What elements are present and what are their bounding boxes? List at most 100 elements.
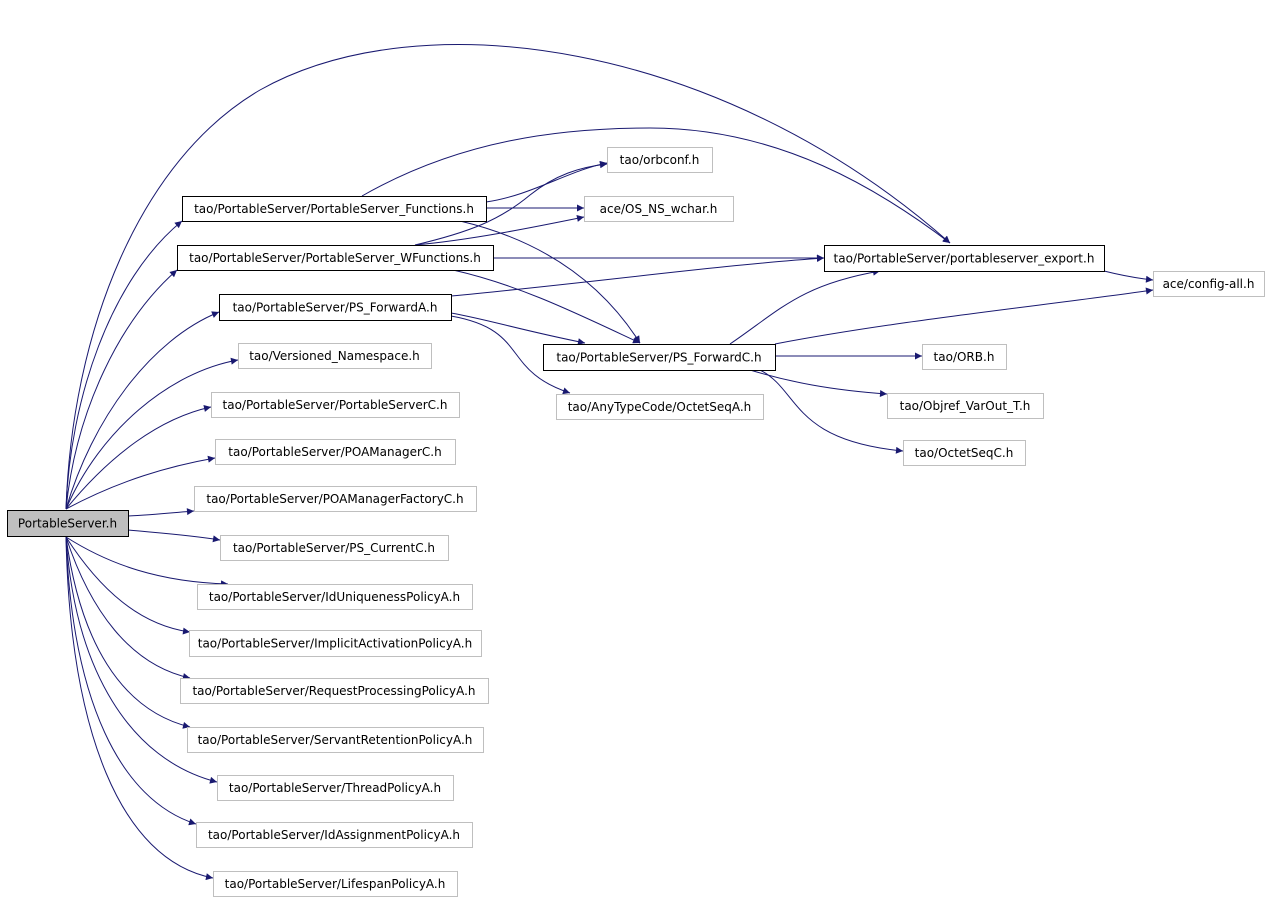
node-box xyxy=(824,245,1105,272)
node-label: tao/PortableServer/POAManagerFactoryC.h xyxy=(206,492,463,506)
node-tao-portableserver-poamanagerc-h: tao/PortableServer/POAManagerC.h xyxy=(215,439,456,465)
node-box xyxy=(211,392,460,418)
edge-tao-portableserver-portableserver-wfunctions-h-to-tao-portableserver-ps-forwardc-h xyxy=(452,269,641,344)
edges-layer xyxy=(65,44,1154,881)
node-tao-orb-h: tao/ORB.h xyxy=(922,344,1007,370)
edge-portableserver-h-to-tao-portableserver-portableserver-functions-h xyxy=(65,220,183,510)
edge-portableserver-h-to-tao-portableserver-poamanagerc-h xyxy=(65,455,216,510)
node-tao-objref-varout-t-h: tao/Objref_VarOut_T.h xyxy=(887,393,1044,419)
node-label: PortableServer.h xyxy=(18,517,117,531)
node-label: tao/PortableServer/PS_ForwardC.h xyxy=(556,351,761,365)
node-label: tao/orbconf.h xyxy=(620,153,700,167)
edge-portableserver-h-to-tao-portableserver-iduniquenesspolicya-h xyxy=(65,536,229,588)
node-box xyxy=(887,393,1044,419)
node-box xyxy=(182,196,487,222)
edge-portableserver-h-to-tao-portableserver-requestprocessingpolicya-h xyxy=(65,536,191,680)
node-box xyxy=(584,196,734,222)
node-box xyxy=(197,584,473,610)
edge-tao-portableserver-portableserver-functions-h-to-tao-portableserver-ps-forwardc-h xyxy=(459,220,641,344)
node-label: tao/PortableServer/IdAssignmentPolicyA.h xyxy=(208,828,460,842)
edge-portableserver-h-to-tao-portableserver-threadpolicya-h xyxy=(65,536,218,784)
node-tao-portableserver-poamanagerfactoryc-h: tao/PortableServer/POAManagerFactoryC.h xyxy=(194,486,477,512)
node-box xyxy=(220,535,449,561)
node-ace-config-all-h: ace/config-all.h xyxy=(1153,271,1265,297)
edge-tao-portableserver-ps-forwarda-h-to-tao-portableserver-portableserver-export-h xyxy=(450,254,825,297)
node-tao-octetseqc-h: tao/OctetSeqC.h xyxy=(903,440,1026,466)
node-label: tao/PortableServer/IdUniquenessPolicyA.h xyxy=(209,590,460,604)
node-label: tao/Versioned_Namespace.h xyxy=(249,349,420,363)
edge-tao-portableserver-portableserver-export-h-to-ace-config-all-h xyxy=(1103,270,1154,283)
node-tao-versioned-namespace-h: tao/Versioned_Namespace.h xyxy=(238,343,432,369)
node-box xyxy=(213,871,458,897)
node-tao-portableserver-threadpolicya-h: tao/PortableServer/ThreadPolicyA.h xyxy=(217,775,454,801)
node-tao-portableserver-ps-forwardc-h[interactable]: tao/PortableServer/PS_ForwardC.h xyxy=(543,344,776,371)
node-tao-portableserver-portableserver-export-h[interactable]: tao/PortableServer/portableserver_export… xyxy=(824,245,1105,272)
node-box xyxy=(1153,271,1265,297)
node-label: tao/OctetSeqC.h xyxy=(915,446,1014,460)
edge-portableserver-h-to-tao-portableserver-idassignmentpolicya-h xyxy=(65,536,197,826)
node-box xyxy=(196,822,473,848)
edge-portableserver-h-to-tao-versioned-namespace-h xyxy=(65,357,239,510)
node-label: tao/ORB.h xyxy=(934,350,995,364)
edge-tao-portableserver-ps-forwarda-h-to-tao-anytypecode-octetseqa-h xyxy=(450,315,571,395)
node-box xyxy=(607,147,713,173)
edge-tao-portableserver-portableserver-wfunctions-h-to-tao-orbconf-h xyxy=(414,161,608,246)
node-box xyxy=(194,486,477,512)
node-tao-portableserver-ps-forwarda-h[interactable]: tao/PortableServer/PS_ForwardA.h xyxy=(219,294,452,321)
node-label: tao/PortableServer/RequestProcessingPoli… xyxy=(192,684,475,698)
node-box xyxy=(219,294,452,321)
node-label: tao/PortableServer/ImplicitActivationPol… xyxy=(198,637,472,651)
node-box xyxy=(903,440,1026,466)
node-box xyxy=(180,678,489,704)
edge-portableserver-h-to-tao-portableserver-portableserver-wfunctions-h xyxy=(65,269,178,510)
edge-tao-portableserver-ps-forwardc-h-to-ace-config-all-h xyxy=(774,287,1154,345)
node-box xyxy=(217,775,454,801)
node-box xyxy=(922,344,1007,370)
node-box xyxy=(215,439,456,465)
node-label: tao/PortableServer/ServantRetentionPolic… xyxy=(198,733,473,747)
node-tao-portableserver-portableserverc-h: tao/PortableServer/PortableServerC.h xyxy=(211,392,460,418)
node-label: tao/PortableServer/PS_CurrentC.h xyxy=(233,541,435,555)
edge-tao-portableserver-ps-forwardc-h-to-tao-objref-varout-t-h xyxy=(749,369,888,398)
node-tao-portableserver-lifespanpolicya-h: tao/PortableServer/LifespanPolicyA.h xyxy=(213,871,458,897)
node-portableserver-h[interactable]: PortableServer.h xyxy=(7,510,129,537)
node-label: tao/AnyTypeCode/OctetSeqA.h xyxy=(568,400,752,414)
node-box xyxy=(189,630,482,657)
node-label: ace/OS_NS_wchar.h xyxy=(600,202,718,216)
edge-portableserver-h-to-tao-portableserver-portableserver-export-h xyxy=(65,44,951,510)
edge-portableserver-h-to-tao-portableserver-portableserverc-h xyxy=(65,405,212,510)
edge-tao-portableserver-portableserver-functions-h-to-tao-portableserver-portableserver-export-h xyxy=(361,127,951,244)
node-tao-anytypecode-octetseqa-h: tao/AnyTypeCode/OctetSeqA.h xyxy=(556,394,764,420)
edge-tao-portableserver-ps-forwardc-h-to-tao-portableserver-portableserver-export-h xyxy=(729,268,881,345)
node-label: tao/PortableServer/PortableServer_Functi… xyxy=(194,202,474,216)
edge-portableserver-h-to-tao-portableserver-ps-currentc-h xyxy=(127,529,221,543)
node-tao-orbconf-h: tao/orbconf.h xyxy=(607,147,713,173)
edge-tao-portableserver-ps-forwarda-h-to-tao-portableserver-ps-forwardc-h xyxy=(450,312,586,346)
node-box xyxy=(7,510,129,537)
node-label: ace/config-all.h xyxy=(1163,277,1255,291)
node-box xyxy=(187,727,484,753)
node-label: tao/PortableServer/ThreadPolicyA.h xyxy=(229,781,441,795)
node-box xyxy=(556,394,764,420)
node-label: tao/PortableServer/PortableServer_WFunct… xyxy=(189,251,481,265)
edge-tao-portableserver-ps-forwardc-h-to-tao-octetseqc-h xyxy=(759,369,904,454)
node-label: tao/Objref_VarOut_T.h xyxy=(900,399,1031,413)
node-tao-portableserver-requestprocessingpolicya-h: tao/PortableServer/RequestProcessingPoli… xyxy=(180,678,489,704)
node-box xyxy=(177,245,494,271)
node-label: tao/PortableServer/LifespanPolicyA.h xyxy=(225,877,446,891)
node-tao-portableserver-servantretentionpolicya-h: tao/PortableServer/ServantRetentionPolic… xyxy=(187,727,484,753)
node-tao-portableserver-idassignmentpolicya-h: tao/PortableServer/IdAssignmentPolicyA.h xyxy=(196,822,473,848)
node-ace-os-ns-wchar-h: ace/OS_NS_wchar.h xyxy=(584,196,734,222)
edge-portableserver-h-to-tao-portableserver-lifespanpolicya-h xyxy=(65,536,214,881)
node-label: tao/PortableServer/portableserver_export… xyxy=(834,252,1095,266)
node-label: tao/PortableServer/POAManagerC.h xyxy=(228,445,441,459)
node-box xyxy=(543,344,776,371)
node-box xyxy=(238,343,432,369)
edge-portableserver-h-to-tao-portableserver-servantretentionpolicya-h xyxy=(65,536,191,729)
node-tao-portableserver-implicitactivationpolicya-h: tao/PortableServer/ImplicitActivationPol… xyxy=(189,630,482,657)
node-tao-portableserver-portableserver-functions-h[interactable]: tao/PortableServer/PortableServer_Functi… xyxy=(182,196,487,222)
node-tao-portableserver-iduniquenesspolicya-h: tao/PortableServer/IdUniquenessPolicyA.h xyxy=(197,584,473,610)
node-tao-portableserver-portableserver-wfunctions-h[interactable]: tao/PortableServer/PortableServer_WFunct… xyxy=(177,245,494,271)
edge-tao-portableserver-portableserver-wfunctions-h-to-ace-os-ns-wchar-h xyxy=(414,214,585,246)
